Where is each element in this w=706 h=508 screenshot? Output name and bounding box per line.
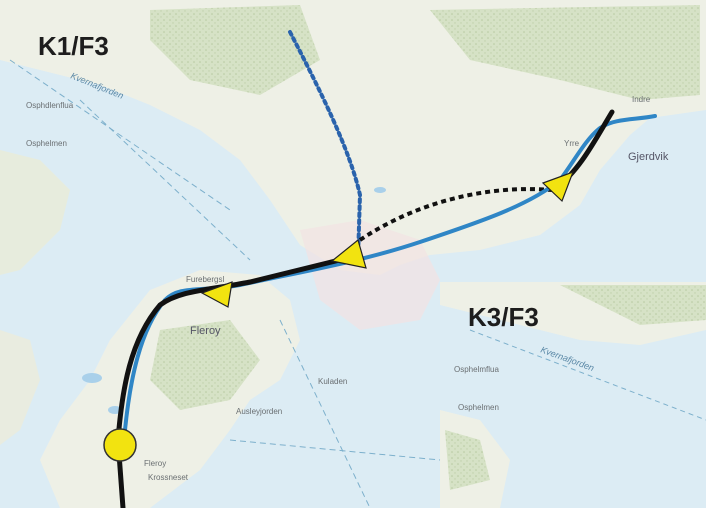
ferry-line-3 <box>279 319 371 508</box>
inset-place-osphelmflua: Osphelmflua <box>454 365 499 374</box>
circle-icon <box>103 428 137 462</box>
place-krossneset: Krossneset <box>148 473 189 482</box>
place-osphdlenflua: Osphdlenflua <box>26 101 74 110</box>
forest-north <box>150 5 320 95</box>
place-yrre: Yrre <box>564 139 580 148</box>
place-indre: Indre <box>632 95 651 104</box>
ferry-line-4 <box>229 439 441 461</box>
inset-place-osphelmen: Osphelmen <box>458 403 499 412</box>
lake-small-1 <box>82 373 102 383</box>
triangle-arrow-icon <box>330 238 367 269</box>
place-furebergsl: Furebergsl <box>186 275 224 284</box>
main-route-label: K1/F3 <box>38 31 109 61</box>
place-fleroy: Fleroy <box>190 325 221 337</box>
triangle-arrow-icon <box>200 281 233 308</box>
land-southwest <box>0 330 40 445</box>
lake-small-3 <box>374 187 386 193</box>
inset-route-label: K3/F3 <box>468 302 539 332</box>
ferry-line-1 <box>9 59 231 211</box>
triangle-arrow-icon <box>541 170 575 203</box>
place-kuladen: Kuladen <box>318 377 347 386</box>
place-osphelmen: Osphelmen <box>26 139 67 148</box>
inset-map: Kvernafjorden Osphelmflua Osphelmen <box>440 282 706 508</box>
route-dotted-blue <box>288 30 363 260</box>
place-fleroy-south: Fleroy <box>144 459 166 468</box>
ferry-line-2 <box>79 99 251 261</box>
forest-fleroy <box>150 320 260 410</box>
place-auslegjorden: Ausleyjorden <box>236 407 282 416</box>
forest-northeast <box>430 5 700 100</box>
place-gjerdvik: Gjerdvik <box>628 151 669 163</box>
land-west <box>0 150 70 275</box>
